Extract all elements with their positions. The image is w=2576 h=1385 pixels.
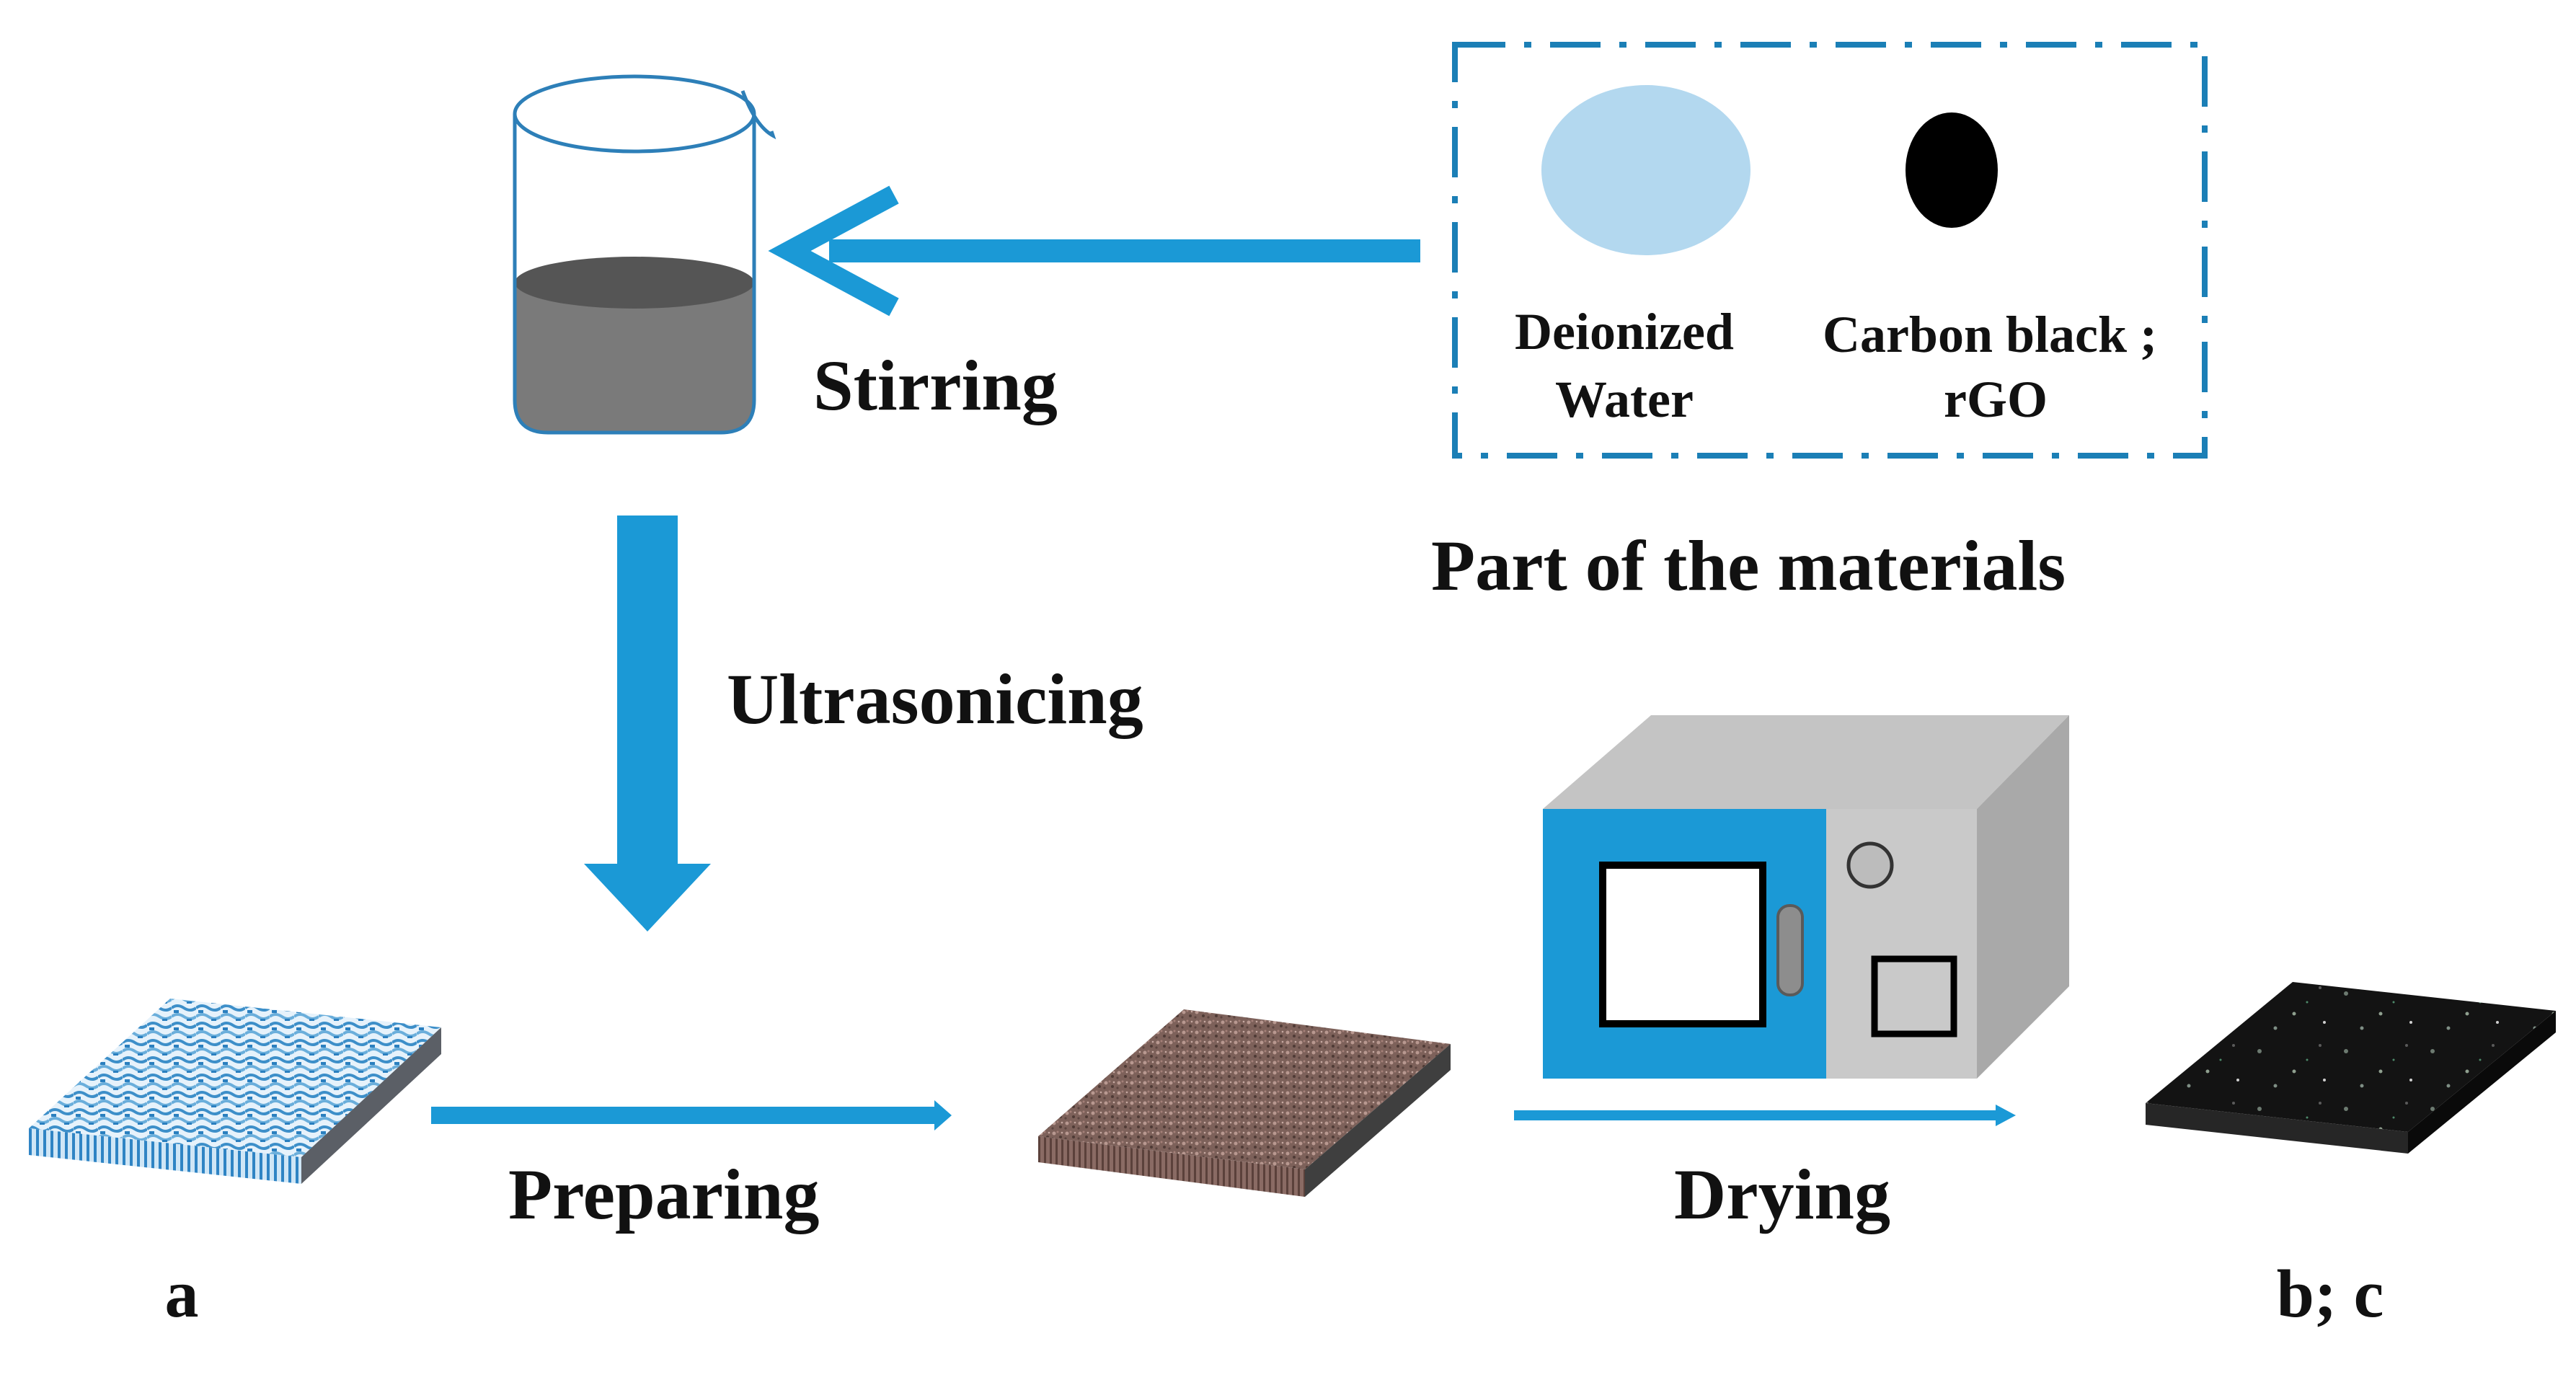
oven-knob [1846,841,1894,889]
oven-top [1543,715,2069,809]
oven-icon [1543,715,2069,1079]
beaker-glass [513,114,756,435]
carbon-label-line1: Carbon black ; [1823,306,2157,363]
water-label-line2: Water [1555,371,1694,428]
sample-label-a: a [165,1257,199,1332]
step-label-drying: Drying [1674,1154,1890,1234]
textile-sample-icon [29,999,441,1184]
water-drop-icon [1541,85,1750,255]
materials-box [1452,42,2208,459]
sample-label-bc: b; c [2277,1257,2384,1332]
oven-window [1599,862,1766,1027]
arrow-preparing [431,1100,952,1130]
water-label-line1: Deionized [1515,303,1734,360]
step-label-preparing: Preparing [508,1154,819,1234]
beaker-rim [513,74,756,154]
carbon-label-line2: rGO [1944,371,2048,428]
arrow-ultrasonic-down [584,515,711,932]
oven-handle [1776,904,1804,996]
oven-side [1977,715,2069,1079]
step-label-ultrasonicing: Ultrasonicing [727,659,1143,739]
beaker-liquid [515,281,754,433]
oven-panel [1826,809,1977,1079]
beaker-icon [513,74,776,435]
oven-button [1871,955,1957,1037]
beaker-liquid-surface [515,257,754,309]
step-label-stirring: Stirring [813,345,1058,425]
materials-title: Part of the materials [1431,526,2066,606]
carbon-particle-icon [1906,112,1998,228]
materials-panel: Deionized Water Carbon black ; rGO [1452,42,2208,459]
arrow-materials-to-beaker [768,185,1420,317]
coated-sample-icon [1038,1009,1451,1197]
dried-sample-icon [2146,982,2556,1154]
arrow-drying [1514,1105,2016,1126]
beaker-spout [740,90,776,140]
